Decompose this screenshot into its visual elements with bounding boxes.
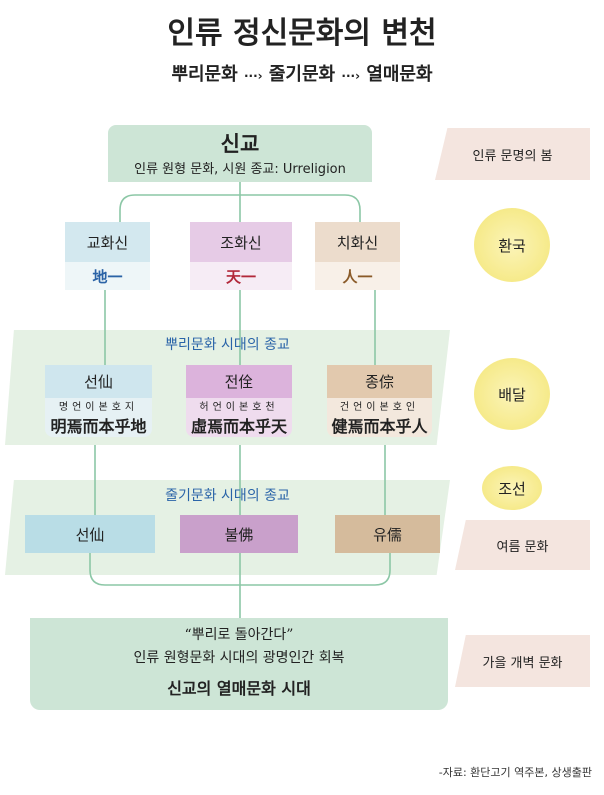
- root-religion-jeon: 전佺 허언이본호천 虛焉而本乎天: [186, 365, 292, 437]
- stem-culture: 줄기문화: [268, 64, 336, 85]
- sin-gyo-title: 신교: [220, 132, 260, 156]
- root-culture: 뿌리문화: [171, 64, 238, 85]
- arrow-icon: ···›: [341, 69, 361, 83]
- stem-religion-bul: 불佛: [180, 515, 298, 553]
- hanja: 健焉而本乎人: [331, 417, 428, 436]
- restoration-text: 인류 원형문화 시대의 광명인간 회복: [133, 650, 345, 666]
- stem-era-header: 줄기문화 시대의 종교: [165, 488, 290, 504]
- god-name: 조화신: [190, 222, 292, 262]
- root-era-header: 뿌리문화 시대의 종교: [165, 337, 290, 353]
- stem-religion-yu: 유儒: [335, 515, 440, 553]
- arrow-icon: ···›: [243, 69, 263, 83]
- hanja: 虛焉而本乎天: [190, 417, 287, 436]
- tag-spring: 인류 문명의 봄: [435, 128, 590, 180]
- root-religion-jong: 종倧 건언이본호인 健焉而本乎人: [327, 365, 432, 437]
- era-joseon: 조선: [482, 466, 542, 510]
- root-religion-seon: 선仙 명언이본호지 明焉而本乎地: [45, 365, 152, 437]
- god-han: 天一: [190, 262, 292, 290]
- god-gyohwa: 교화신 地一: [65, 222, 150, 290]
- fruit-era-title: 신교의 열매문화 시대: [167, 679, 311, 698]
- god-name: 치화신: [315, 222, 400, 262]
- hanja: 明焉而本乎地: [50, 417, 147, 436]
- religion-name: 선仙: [45, 365, 152, 398]
- reading: 건언이본호인: [339, 402, 420, 413]
- source-credit: -자료: 환단고기 역주본, 상생출판: [438, 766, 592, 779]
- god-johwa: 조화신 天一: [190, 222, 292, 290]
- god-chihwa: 치화신 人一: [315, 222, 400, 290]
- title: 인류 정신문화의 변천: [167, 16, 437, 51]
- quote: “뿌리로 돌아간다”: [184, 627, 294, 643]
- fruit-era-box: “뿌리로 돌아간다” 인류 원형문화 시대의 광명인간 회복 신교의 열매문화 …: [30, 618, 448, 710]
- sin-gyo-box: 신교 인류 원형 문화, 시원 종교: Urreligion: [108, 125, 372, 182]
- religion-name: 전佺: [186, 365, 292, 398]
- sin-gyo-desc: 인류 원형 문화, 시원 종교: Urreligion: [134, 162, 346, 177]
- era-hwanguk: 환국: [474, 208, 550, 282]
- tag-summer: 여름 문화: [455, 520, 590, 570]
- religion-name: 종倧: [327, 365, 432, 398]
- reading: 명언이본호지: [58, 402, 139, 413]
- fruit-culture: 열매문화: [366, 64, 433, 85]
- tag-autumn: 가을 개벽 문화: [455, 635, 590, 687]
- god-han: 地一: [65, 262, 150, 290]
- god-name: 교화신: [65, 222, 150, 262]
- stem-religion-seon: 선仙: [25, 515, 155, 553]
- era-baedal: 배달: [474, 358, 550, 430]
- subtitle: 뿌리문화 ···› 줄기문화 ···› 열매문화: [0, 60, 604, 86]
- reading: 허언이본호천: [199, 402, 279, 413]
- god-han: 人一: [315, 262, 400, 290]
